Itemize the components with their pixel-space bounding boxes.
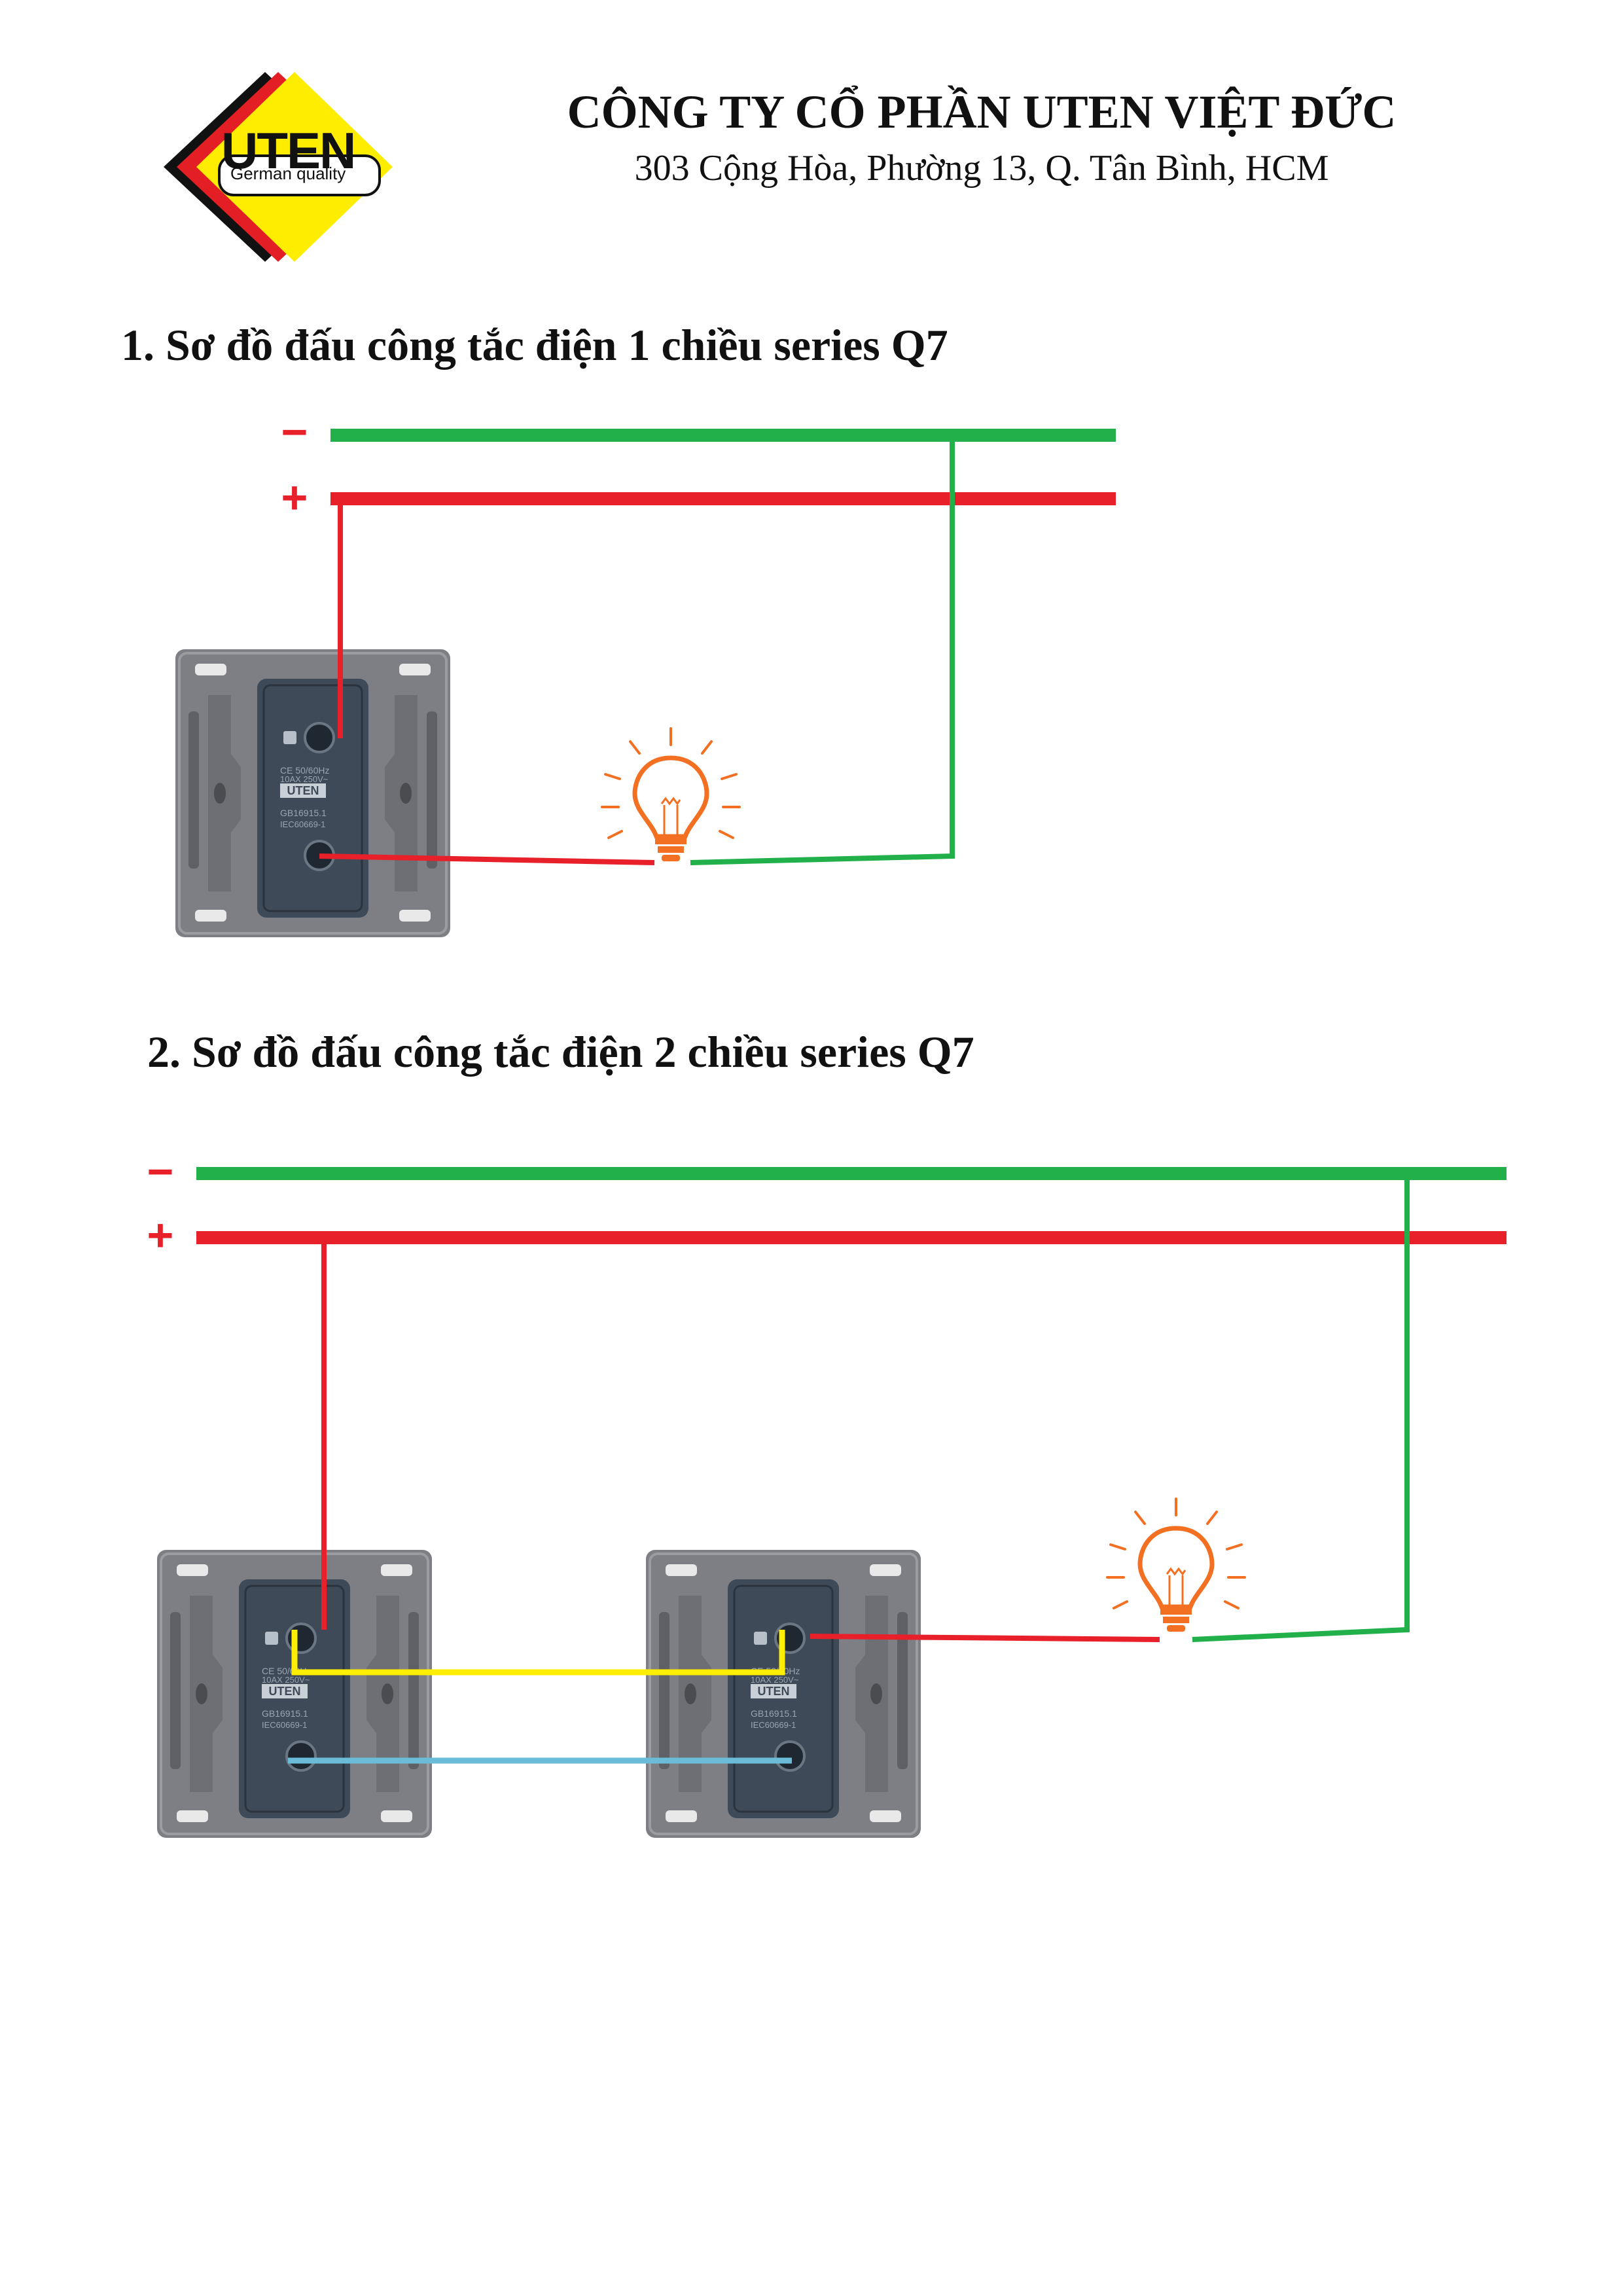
diagram2-switch-left	[156, 1549, 433, 1839]
diagram2	[156, 1167, 1507, 1839]
logo-text: UTEN	[221, 122, 356, 179]
diagram1	[174, 429, 1116, 939]
diagram1-load-wire	[319, 853, 655, 865]
diagram1-minus-label: −	[281, 406, 308, 457]
diagram2-minus-label: −	[147, 1146, 174, 1197]
diagram2-neutral-wire	[1192, 1174, 1410, 1642]
diagram2-bulb-icon	[1107, 1499, 1245, 1632]
company-address: 303 Cộng Hòa, Phường 13, Q. Tân Bình, HC…	[634, 148, 1329, 188]
diagram2-switch-right	[645, 1549, 922, 1839]
diagram2-load-wire	[810, 1634, 1160, 1642]
diagram1-title: 1. Sơ đồ đấu công tắc điện 1 chiều serie…	[121, 320, 948, 370]
diagram1-plus-label: +	[281, 472, 308, 523]
diagram1-neutral-wire	[690, 435, 955, 865]
logo-tagline: German quality	[230, 164, 346, 183]
diagram1-bulb-icon	[602, 728, 740, 861]
diagram2-traveler-yellow	[291, 1630, 785, 1676]
company-name: CÔNG TY CỔ PHẦN UTEN VIỆT ĐỨC	[567, 86, 1397, 138]
diagram2-title: 2. Sơ đồ đấu công tắc điện 2 chiều serie…	[147, 1027, 974, 1077]
diagram1-switch	[174, 648, 452, 939]
diagram2-plus-label: +	[147, 1210, 174, 1261]
